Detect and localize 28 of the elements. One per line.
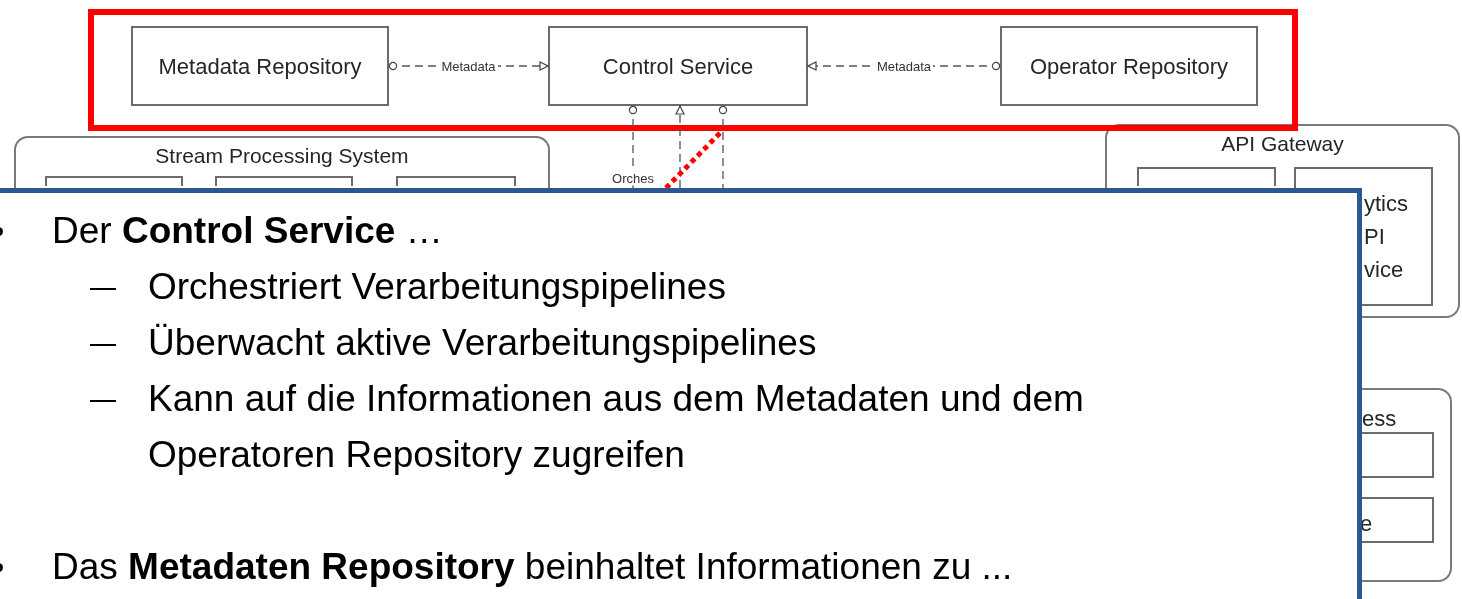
leader-line [664,129,724,190]
bullet-text: Der Control Service … [52,210,443,251]
component-box [1362,432,1434,478]
system-group [14,136,550,188]
bullet-text: Überwacht aktive Verarbeitungspipelines [148,322,817,363]
system-group [1362,388,1452,582]
bullet-text: Orchestriert Verarbeitungspipelines [148,266,726,307]
group-title: Stream Processing System [154,144,410,168]
component-box [1000,26,1258,106]
box-label: Metadata Repository [158,52,362,81]
connector-arrow [675,105,685,189]
box-label: ytics PI vice [1364,190,1409,284]
component-box [131,26,389,106]
bullet-text: Kann auf die Informationen aus dem Metadaten und dem Operatoren Repository zugreifen [148,378,1084,475]
edge-label: Orches [610,170,656,186]
callout-tooltip [0,188,1362,599]
component-box [1137,167,1276,186]
component-box [45,176,183,186]
component-box [548,26,808,106]
bullet-text: Das Metadaten Repository beinhaltet Informationen zu ... [52,546,1013,587]
box-label: Control Service [602,52,754,81]
box-label: Operator Repository [1029,52,1229,81]
highlight-frame [88,9,1298,131]
group-title: API Gateway [1220,132,1345,156]
component-box [1362,497,1434,543]
component-box [396,176,516,186]
component-box [215,176,353,186]
group-title: ess [1362,405,1398,433]
